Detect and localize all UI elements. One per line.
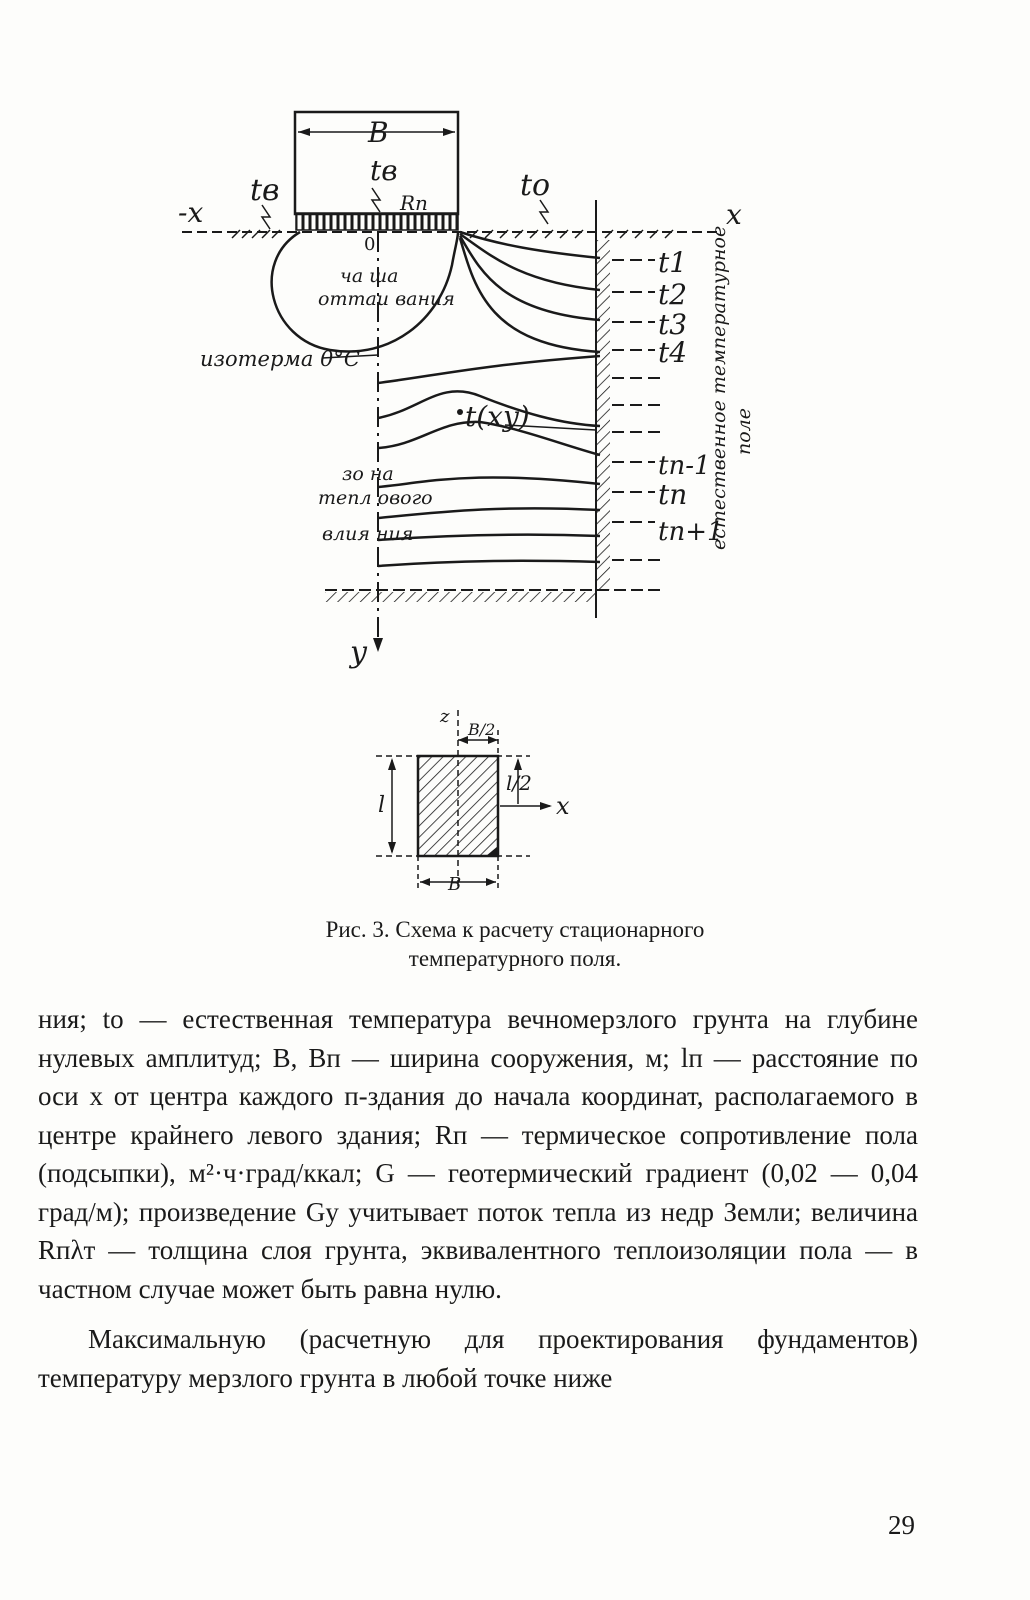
- small-label-z: z: [439, 706, 450, 727]
- label-y: y: [348, 635, 368, 670]
- label-t0: tо: [520, 168, 550, 203]
- caption-line-1: Рис. 3. Схема к расчету стационарного: [325, 917, 705, 942]
- small-label-B: B: [447, 874, 461, 895]
- small-label-B-half: B/2: [467, 720, 495, 739]
- ground-hatching: [231, 229, 674, 239]
- small-label-x: x: [556, 792, 570, 820]
- page-number: 29: [888, 1510, 915, 1540]
- label-zone-2: тепл ового: [318, 487, 433, 509]
- thaw-bowl-isotherm: [270, 230, 460, 353]
- floor-insulation: [295, 212, 459, 231]
- small-section-diagram: [376, 710, 552, 890]
- paragraph-2: Максимальную (расчетную для проектирован…: [38, 1324, 918, 1393]
- isotherm-lines: [377, 230, 601, 568]
- label-zone-3: влия ния: [322, 523, 413, 545]
- label-thaw-bowl-1: ча ша: [340, 265, 399, 287]
- label-tv: tв: [370, 154, 398, 187]
- small-label-l-half: l/2: [506, 771, 532, 795]
- temperature-field-diagram: B tв Rп -x x tв tо 0 y ча ша оттаи вания…: [178, 110, 755, 895]
- label-neg-x: -x: [178, 196, 203, 229]
- label-natural-field-1: естественное температурное: [708, 226, 730, 550]
- label-tv-left: tв: [250, 173, 280, 208]
- right-boundary-wall: [596, 240, 610, 590]
- label-x: x: [726, 198, 742, 231]
- label-origin: 0: [364, 234, 375, 255]
- label-Rp: Rп: [399, 191, 428, 215]
- label-isotherm: изотерма 0°C: [200, 347, 360, 371]
- label-t1: t1: [658, 246, 687, 279]
- body-text: ния; tо — естественная температура вечно…: [38, 1000, 918, 1397]
- label-tn: tn: [658, 478, 687, 511]
- label-natural-field-2: поле: [733, 408, 755, 455]
- label-B: B: [367, 116, 389, 149]
- small-label-l: l: [378, 793, 385, 818]
- label-tn-plus-1: tn+1: [658, 517, 724, 547]
- paragraph-1: ния; tо — естественная температура вечно…: [38, 1004, 918, 1304]
- label-tn-minus-1: tn-1: [658, 451, 711, 481]
- natural-field-lines: [612, 259, 660, 561]
- label-t4: t4: [658, 336, 687, 369]
- label-t2: t2: [658, 278, 687, 311]
- label-zone-1: зо на: [342, 463, 394, 485]
- caption-line-2: температурного поля.: [408, 946, 622, 971]
- label-t3: t3: [658, 308, 687, 341]
- figure-caption: Рис. 3. Схема к расчету стационарного те…: [150, 915, 880, 973]
- label-thaw-bowl-2: оттаи вания: [318, 288, 455, 310]
- label-t-xy: t(xy): [465, 400, 530, 433]
